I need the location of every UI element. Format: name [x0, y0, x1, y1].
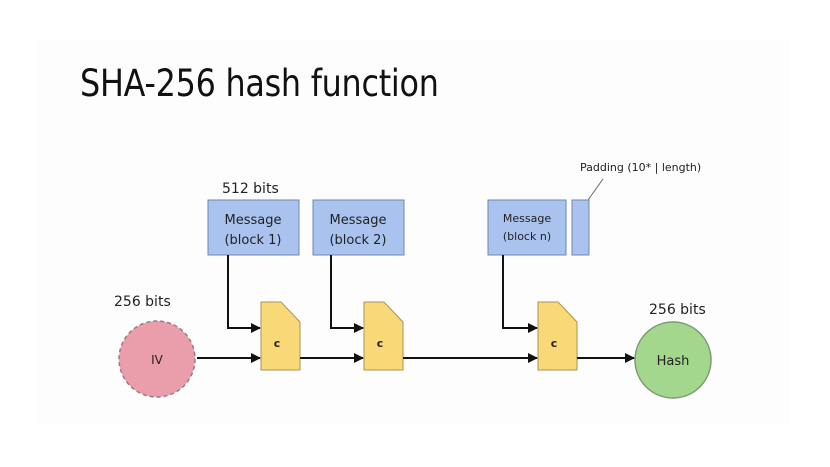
block-size-label: 512 bits	[222, 181, 279, 197]
slide-title: SHA-256 hash function	[80, 62, 439, 105]
svg-text:(block 1): (block 1)	[224, 233, 281, 248]
message-block-1: Message (block 1)	[207, 199, 300, 256]
svg-text:Message: Message	[503, 212, 551, 225]
arrow-block2-to-c2	[330, 255, 364, 333]
padding-label: Padding (10* | length)	[580, 161, 701, 174]
svg-text:c: c	[274, 337, 281, 350]
hash-size-label: 256 bits	[649, 302, 706, 318]
message-block-n: Message (block n)	[487, 199, 567, 256]
svg-text:Hash: Hash	[657, 354, 690, 369]
svg-text:c: c	[551, 337, 558, 350]
svg-text:IV: IV	[151, 353, 164, 367]
arrow-block1-to-c1	[227, 255, 261, 333]
padding-block	[571, 199, 590, 256]
svg-text:Message: Message	[225, 213, 282, 228]
compression-box-2: c	[363, 301, 404, 371]
hash-node: Hash	[634, 321, 712, 399]
padding-leader-line	[587, 178, 604, 201]
svg-text:(block n): (block n)	[503, 230, 551, 243]
iv-size-label: 256 bits	[114, 294, 171, 310]
message-block-2: Message (block 2)	[312, 199, 405, 256]
compression-box-n: c	[537, 301, 578, 371]
svg-text:c: c	[377, 337, 384, 350]
iv-node: IV	[118, 320, 196, 398]
svg-text:(block 2): (block 2)	[329, 233, 386, 248]
arrow-blockn-to-cn	[502, 255, 538, 333]
svg-text:Message: Message	[330, 213, 387, 228]
compression-box-1: c	[260, 301, 301, 371]
